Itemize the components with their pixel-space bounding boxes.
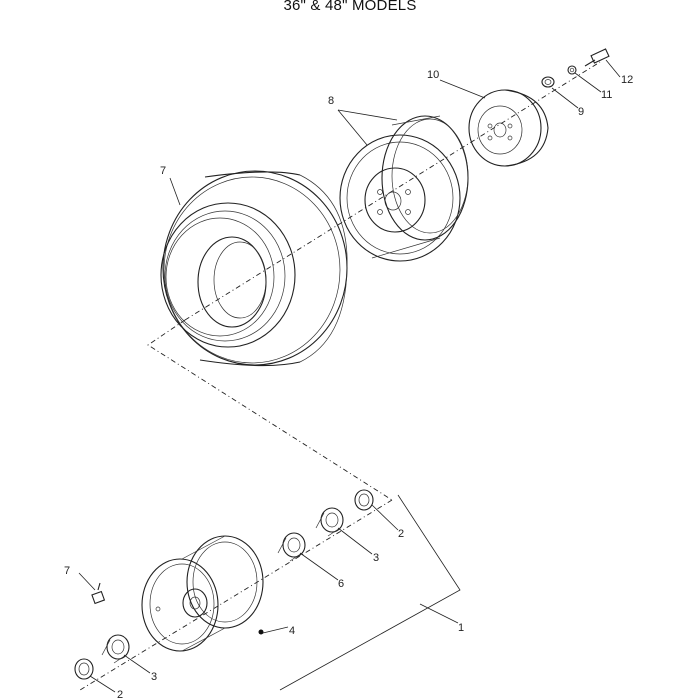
wheel-hub-assembly-drawing <box>141 535 264 652</box>
callout-labels: 7 8 10 9 11 12 2 3 6 1 4 7 3 2 <box>64 69 633 700</box>
callout-3-upper: 3 <box>373 552 379 564</box>
callout-3-lower: 3 <box>151 671 157 683</box>
washer-9-drawing <box>541 76 555 88</box>
callout-9: 9 <box>578 106 584 118</box>
nut-11-drawing <box>567 65 577 75</box>
tire-drawing <box>160 170 348 367</box>
bearing-6-drawing <box>277 532 306 562</box>
assembly-centerlines <box>79 61 601 691</box>
diagram-title: 36" & 48" MODELS <box>283 0 417 14</box>
callout-2-lower: 2 <box>117 689 123 700</box>
grease-fitting-drawing <box>91 582 106 605</box>
callout-2-upper: 2 <box>398 528 404 540</box>
seal-2-upper-drawing <box>354 489 374 511</box>
hub-drum-drawing <box>468 89 549 167</box>
callout-7-tire: 7 <box>160 165 166 177</box>
rim-drawing <box>339 115 469 262</box>
callout-10: 10 <box>427 69 439 81</box>
callout-8: 8 <box>328 95 334 107</box>
seal-2-lower-drawing <box>74 658 94 680</box>
callout-6: 6 <box>338 578 344 590</box>
bearing-3-lower-drawing <box>101 634 130 664</box>
callout-11: 11 <box>601 89 612 101</box>
bearing-3-upper-drawing <box>315 507 344 537</box>
leader-lines <box>78 59 621 693</box>
bolt-12-drawing <box>584 48 610 67</box>
callout-7-fitting: 7 <box>64 565 70 577</box>
callout-1: 1 <box>458 622 464 634</box>
callout-4: 4 <box>289 625 295 637</box>
fitting-4-dot <box>258 629 264 635</box>
callout-12: 12 <box>621 74 633 86</box>
